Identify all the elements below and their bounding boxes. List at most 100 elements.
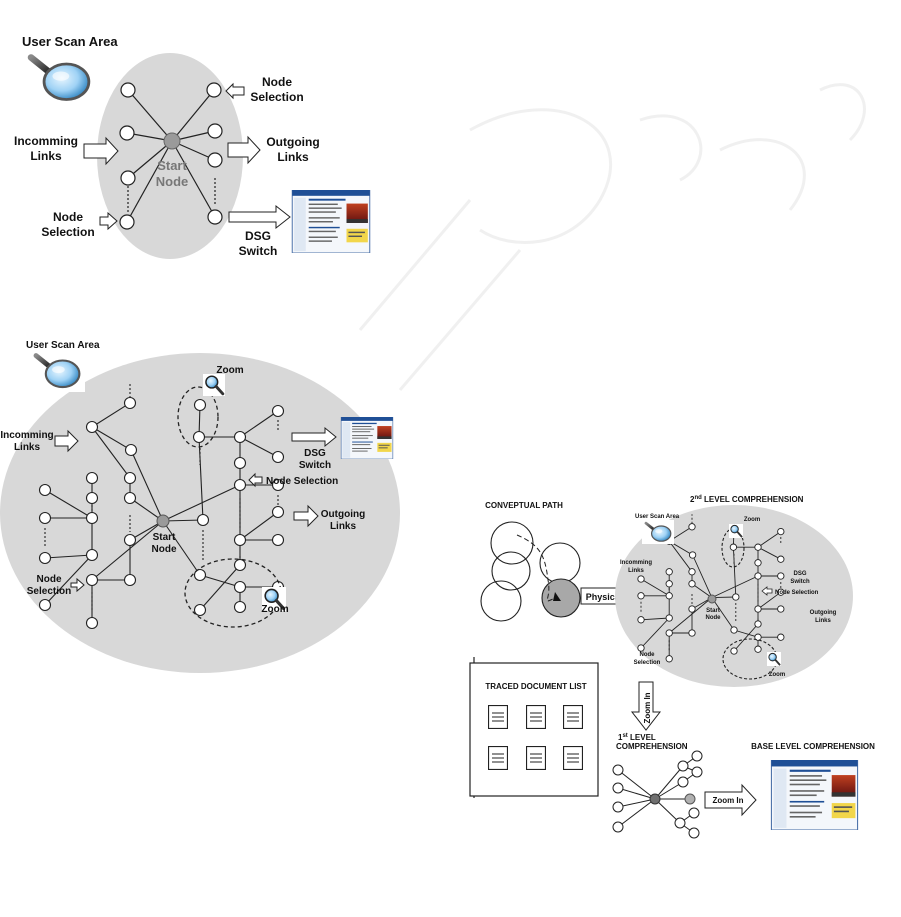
dsg-switch-1: DSG xyxy=(304,448,326,459)
outgoing-links-2: Links xyxy=(815,618,831,624)
node xyxy=(196,513,210,527)
node xyxy=(85,616,99,630)
edge xyxy=(198,436,204,521)
zoom-top-label: Zoom xyxy=(744,517,760,523)
node xyxy=(233,600,247,614)
zoom-in-vertical-arrow xyxy=(630,681,662,731)
first-level-title: 1st LEVEL xyxy=(618,733,656,742)
zoom-in-horizontal-label: Zoom In xyxy=(712,796,743,805)
zoom-magnifier-icon xyxy=(767,652,781,666)
edge xyxy=(44,554,93,606)
edge xyxy=(733,629,759,638)
edge xyxy=(691,583,713,598)
node xyxy=(732,593,740,601)
zoom-in-vertical-label: Zoom In xyxy=(643,692,652,723)
node xyxy=(688,580,696,588)
node xyxy=(85,491,99,505)
node xyxy=(120,170,136,186)
edge xyxy=(129,497,164,522)
arrow-incoming xyxy=(54,429,79,453)
node xyxy=(271,533,285,547)
node xyxy=(665,629,673,637)
arrow-right-small xyxy=(99,211,118,231)
node xyxy=(120,82,136,98)
document-icon xyxy=(526,746,546,770)
incoming-links-2: Links xyxy=(14,442,41,453)
incoming-links-2: Links xyxy=(628,568,644,574)
node xyxy=(754,572,762,580)
node xyxy=(85,511,99,525)
zoom-region-top xyxy=(177,386,219,448)
outgoing-links-1: Outgoing xyxy=(321,509,365,520)
document-icon xyxy=(526,705,546,729)
edge xyxy=(668,540,693,573)
magnifier-icon xyxy=(22,50,97,106)
edge xyxy=(91,402,131,428)
incoming-links-1: Incomming xyxy=(14,134,78,148)
webpage-thumbnail-icon xyxy=(770,760,859,830)
node xyxy=(233,580,247,594)
edge xyxy=(199,574,241,588)
node xyxy=(207,152,223,168)
node xyxy=(193,603,207,617)
figure-2-graph: Start Node User Scan Area Zoom Incomming… xyxy=(0,340,400,673)
node xyxy=(119,125,135,141)
node-selection-left-2: Selection xyxy=(27,586,71,597)
traced-document-list-label: TRACED DOCUMENT LIST xyxy=(485,682,586,691)
node xyxy=(777,527,785,536)
edge xyxy=(239,410,279,438)
node xyxy=(38,598,52,612)
start-node-label-2: Node xyxy=(156,174,189,189)
document-icon xyxy=(563,746,583,770)
node xyxy=(123,573,137,587)
edge xyxy=(91,520,164,581)
dsg-switch-2: Switch xyxy=(299,460,331,471)
node xyxy=(85,573,99,587)
webpage-thumbnail-icon xyxy=(340,417,394,459)
node xyxy=(688,568,696,576)
node-selection-left-2: Selection xyxy=(634,660,661,666)
start-node-label-2: Node xyxy=(706,615,722,621)
node xyxy=(777,633,785,641)
edge xyxy=(130,449,164,522)
edge xyxy=(640,578,670,597)
node xyxy=(754,620,762,628)
incoming-links-2: Links xyxy=(30,149,62,163)
zoom-bottom-label: Zoom xyxy=(769,672,785,678)
node xyxy=(123,491,137,505)
edge xyxy=(668,597,713,634)
dsg-switch-1: DSG xyxy=(793,571,806,577)
node xyxy=(193,398,207,412)
node xyxy=(233,478,247,492)
node-selection-left-1: Node xyxy=(37,574,62,585)
node xyxy=(637,575,645,583)
base-level-label: BASE LEVEL COMPREHENSION xyxy=(751,742,875,751)
node xyxy=(665,568,673,576)
incoming-links-1: Incomming xyxy=(0,430,53,441)
figure-3-comprehension-levels: CONVEPTUAL PATH Physical 2nd LEVEL COMPR… xyxy=(469,495,875,839)
node xyxy=(207,123,223,139)
edge xyxy=(239,436,279,458)
node xyxy=(729,543,738,551)
start-node xyxy=(163,132,181,150)
node xyxy=(85,471,99,485)
zoom-top-label: Zoom xyxy=(216,365,243,376)
node xyxy=(637,592,645,600)
dsg-switch-2: Switch xyxy=(239,244,278,258)
start-node-label-1: Start xyxy=(153,532,176,543)
incoming-links-1: Incomming xyxy=(620,560,652,566)
node xyxy=(206,82,222,98)
outgoing-links-1: Outgoing xyxy=(810,610,837,616)
node xyxy=(730,626,738,634)
document-icon xyxy=(488,746,508,770)
second-level-title: 2nd LEVEL COMPREHENSION xyxy=(690,495,804,504)
node xyxy=(665,580,673,588)
user-scan-area-label: User Scan Area xyxy=(635,514,680,520)
node xyxy=(754,605,762,613)
edge xyxy=(640,617,670,621)
arrow-incoming xyxy=(83,136,119,166)
arrow-left-small xyxy=(225,82,245,100)
node-selection-left-1: Node xyxy=(640,652,656,658)
node-selection-right: Node Selection xyxy=(266,476,338,487)
